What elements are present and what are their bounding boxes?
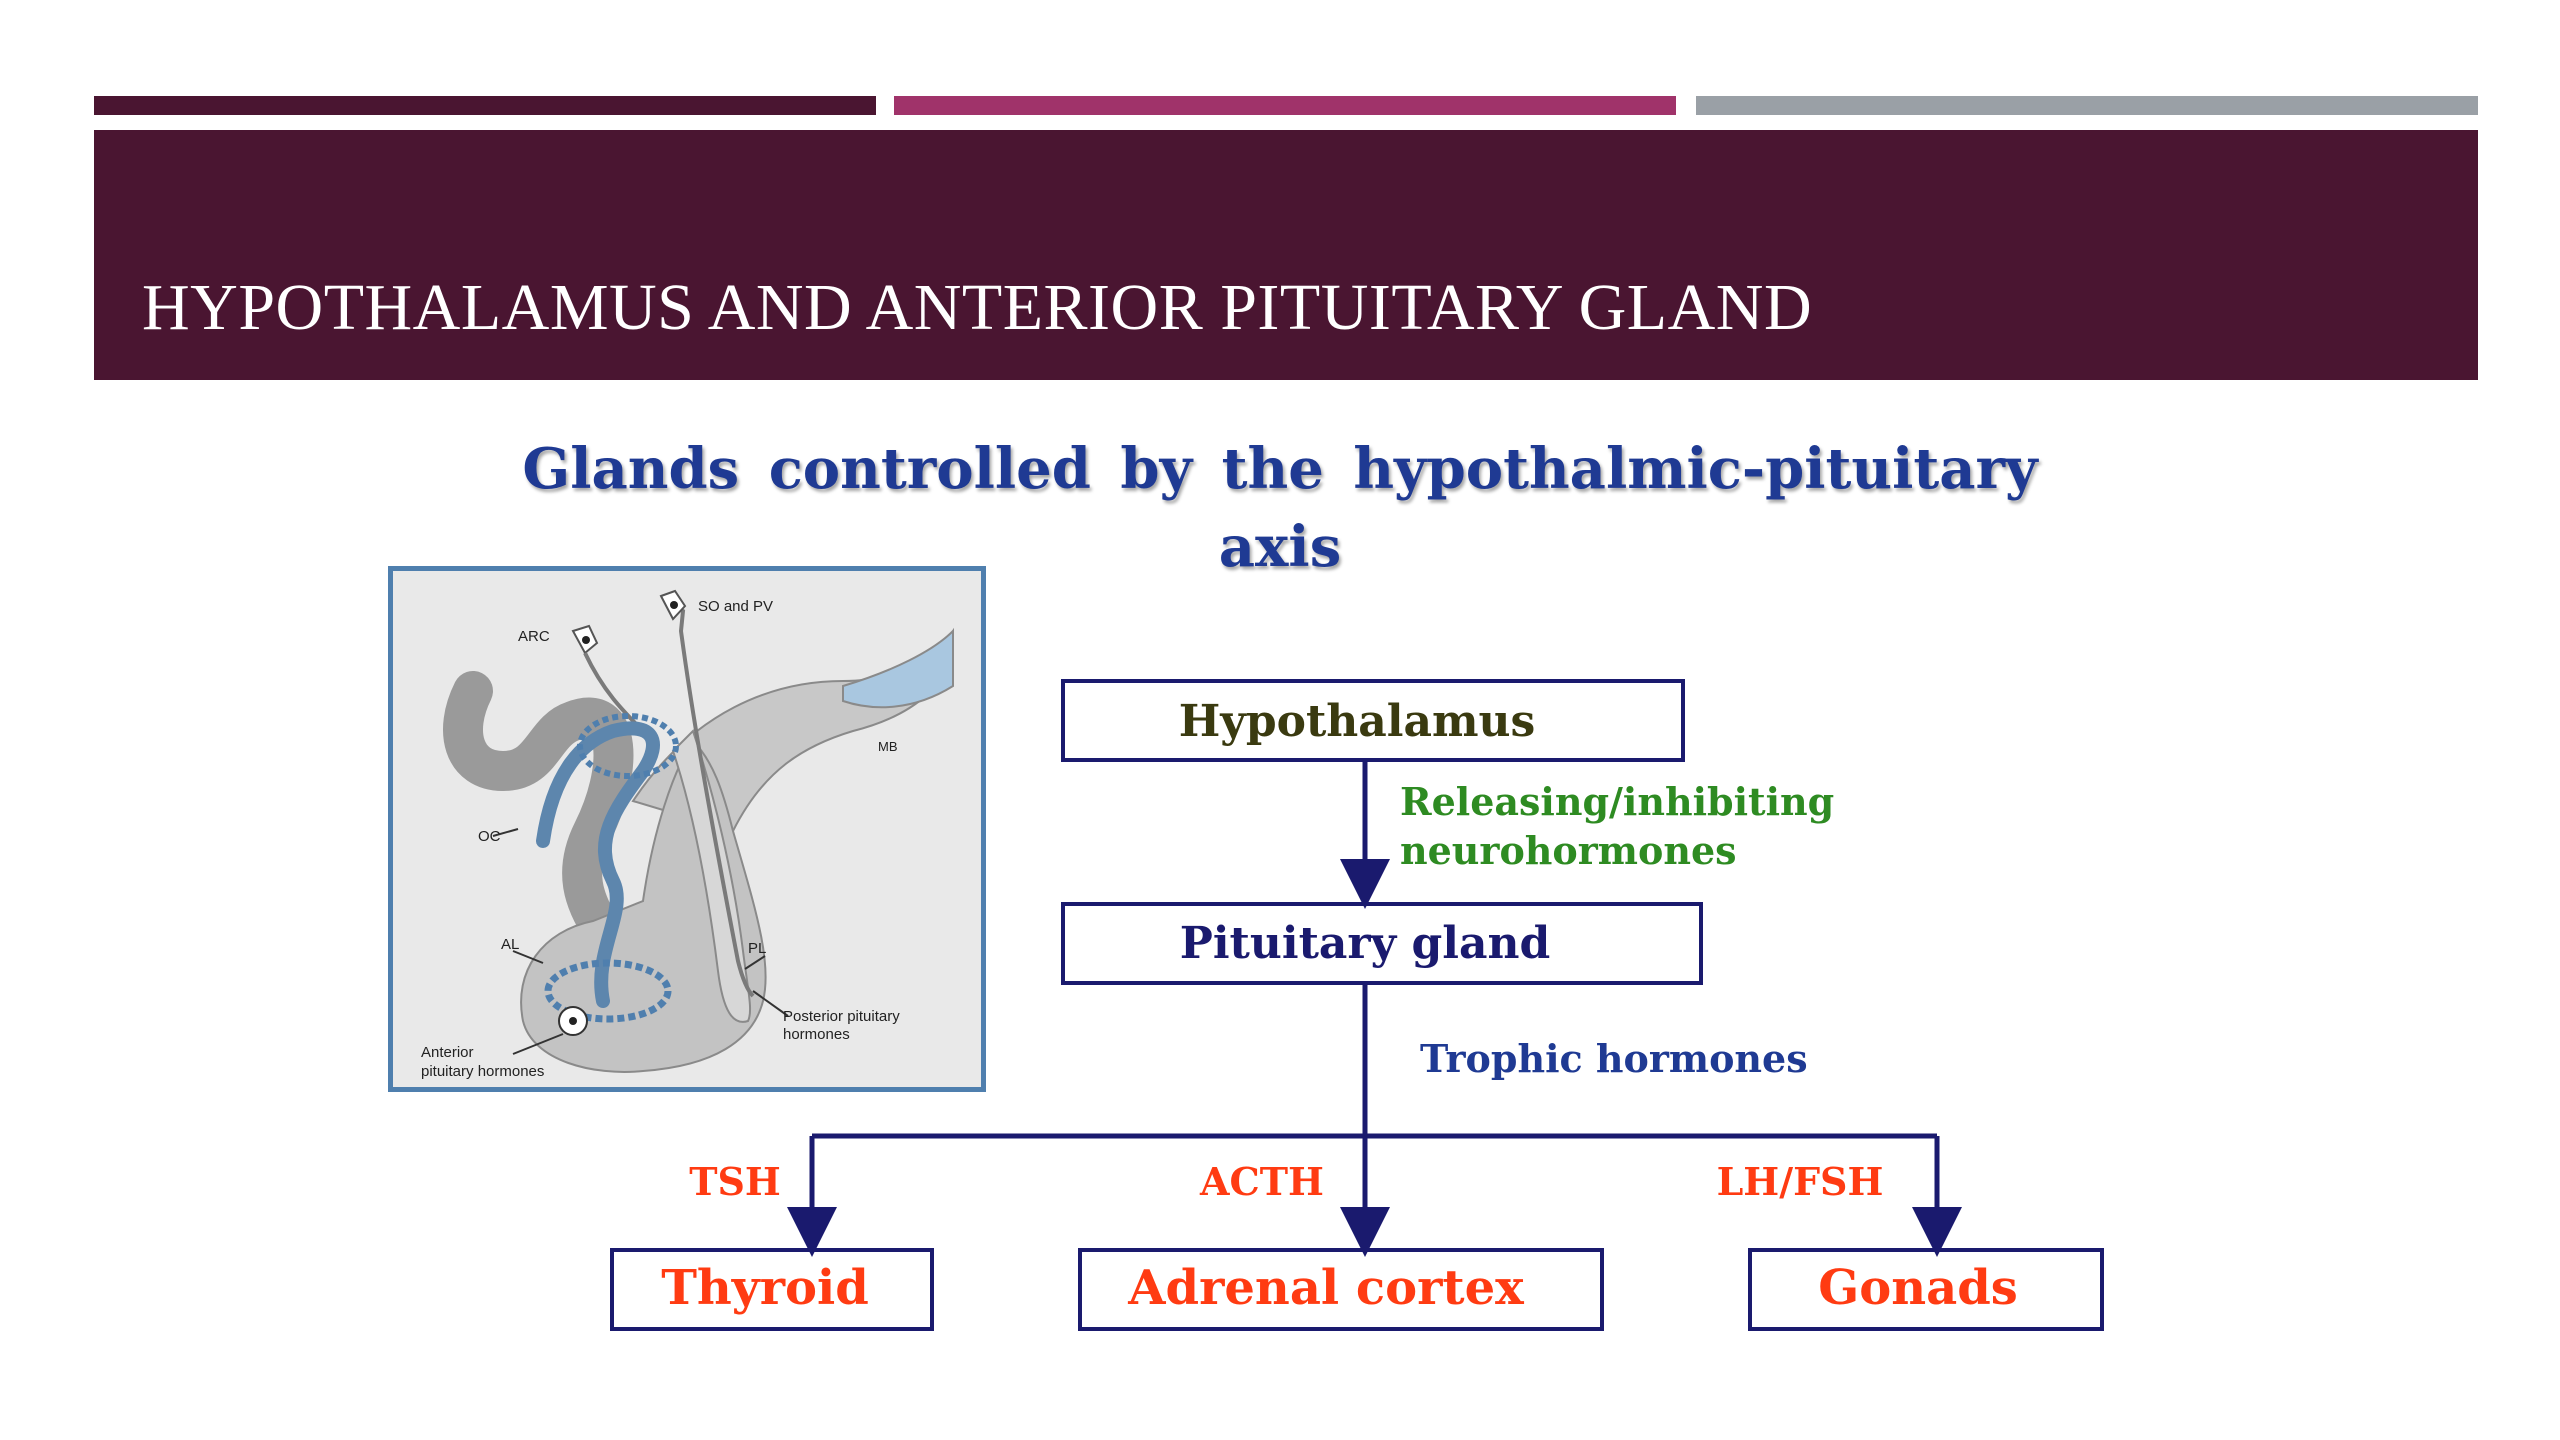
anatomy-illustration: ARC SO and PV MB OC AL PL Posterior pitu…: [421, 589, 954, 1080]
primary-plexus: [577, 713, 679, 779]
accent-bar-grey: [1696, 96, 2478, 115]
so-pv-neuron: [666, 599, 755, 998]
portal-vessels: [536, 721, 660, 1008]
pituitary-box: [1061, 902, 1703, 985]
gonads-label: Gonads: [1818, 1260, 2018, 1316]
label-al: AL: [501, 936, 519, 953]
accent-bar-pink: [894, 96, 1676, 115]
mb-body: [842, 628, 954, 709]
subtitle-line-2: axis: [1218, 514, 1342, 580]
acth-label: ACTH: [1199, 1159, 1324, 1204]
lhfsh-label: LH/FSH: [1717, 1159, 1884, 1204]
pituitary-anatomy-figure: ARC SO and PV MB OC AL PL Posterior pitu…: [388, 566, 986, 1092]
secondary-plexus: [544, 959, 672, 1023]
hypothalamus-box: [1061, 679, 1685, 762]
label-anterior: Anterior: [421, 1044, 474, 1061]
label-so-pv: SO and PV: [698, 598, 773, 615]
posterior-lobe: [671, 729, 752, 1023]
label-arc: ARC: [518, 628, 550, 645]
releasing-label-2: neurohormones: [1400, 828, 1737, 873]
label-posterior-2: hormones: [783, 1026, 850, 1043]
title-banner: HYPOTHALAMUS AND ANTERIOR PITUITARY GLAN…: [94, 130, 2478, 380]
tsh-label: TSH: [689, 1159, 781, 1204]
thyroid-box: [610, 1248, 934, 1331]
thyroid-label: Thyroid: [661, 1260, 869, 1316]
label-posterior: Posterior pituitary: [783, 1008, 900, 1025]
label-mb: MB: [878, 739, 898, 754]
trophic-label: Trophic hormones: [1420, 1036, 1808, 1081]
adrenal-label: Adrenal cortex: [1127, 1260, 1524, 1316]
slide-subtitle: Glands controlled by the hypothalmic-pit…: [380, 430, 2180, 586]
adrenal-box: [1078, 1248, 1604, 1331]
oc-loop: [443, 671, 634, 951]
accent-bar-maroon: [94, 96, 876, 115]
pituitary-label: Pituitary gland: [1180, 918, 1550, 969]
subtitle-line-1: Glands controlled by the hypothalmic-pit…: [522, 436, 2038, 502]
hypothalamus-label: Hypothalamus: [1179, 696, 1536, 747]
gonads-box: [1748, 1248, 2104, 1331]
slide-title: HYPOTHALAMUS AND ANTERIOR PITUITARY GLAN…: [142, 271, 1813, 344]
label-oc: OC: [478, 828, 501, 845]
label-pl: PL: [748, 940, 766, 957]
label-anterior-2: pituitary hormones: [421, 1063, 544, 1080]
releasing-label-1: Releasing/inhibiting: [1400, 779, 1834, 824]
